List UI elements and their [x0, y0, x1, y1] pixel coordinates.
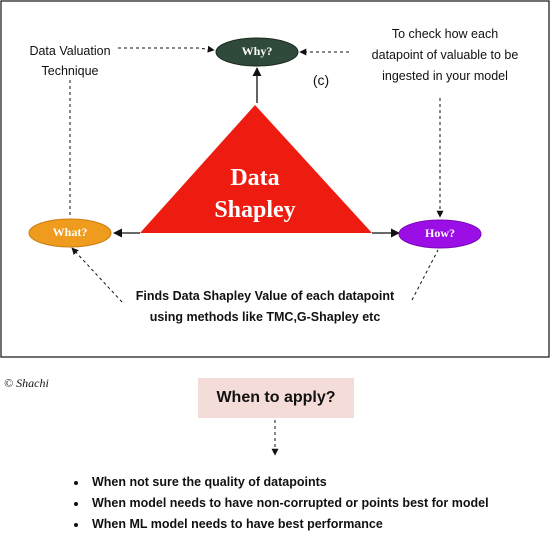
why-label: Why? [241, 44, 273, 58]
copyright-mark: (c) [312, 72, 330, 88]
left-note-line2: Technique [41, 64, 99, 78]
bottom-note: Finds Data Shapley Value of each datapoi… [115, 286, 415, 328]
right-note: To check how each datapoint of valuable … [345, 24, 545, 87]
dashed-line-finds-to-how [411, 249, 439, 301]
when-to-apply-title: When to apply? [216, 389, 336, 406]
dashed-arrow-finds-to-what [71, 247, 123, 303]
center-title-line1: Data [230, 165, 280, 191]
what-label: What? [52, 225, 88, 239]
apply-bullet-list: When not sure the quality of datapoints … [70, 472, 489, 535]
how-label: How? [425, 226, 455, 240]
bottom-note-line2: using methods like TMC,G-Shapley etc [149, 310, 381, 324]
signature: © Shachi [4, 376, 49, 390]
why-oval [215, 37, 299, 67]
bottom-note-line1: Finds Data Shapley Value of each datapoi… [135, 289, 395, 303]
right-note-line2: datapoint of valuable to be [371, 48, 519, 62]
right-note-line3: ingested in your model [382, 69, 508, 83]
list-item: When ML model needs to have best perform… [88, 514, 489, 535]
list-item: When model needs to have non-corrupted o… [88, 493, 489, 514]
when-to-apply-box: When to apply? [198, 378, 354, 418]
how-oval [398, 219, 482, 249]
right-note-line1: To check how each [391, 27, 499, 41]
list-item: When not sure the quality of datapoints [88, 472, 489, 493]
dashed-arrow-valuation-to-why [118, 45, 215, 53]
what-oval [28, 218, 112, 248]
left-note-line1: Data Valuation [29, 44, 111, 58]
data-shapley-triangle [140, 105, 372, 233]
left-note: Data Valuation Technique [10, 41, 130, 81]
diagram-frame [0, 0, 550, 358]
center-title-line2: Shapley [214, 197, 296, 223]
